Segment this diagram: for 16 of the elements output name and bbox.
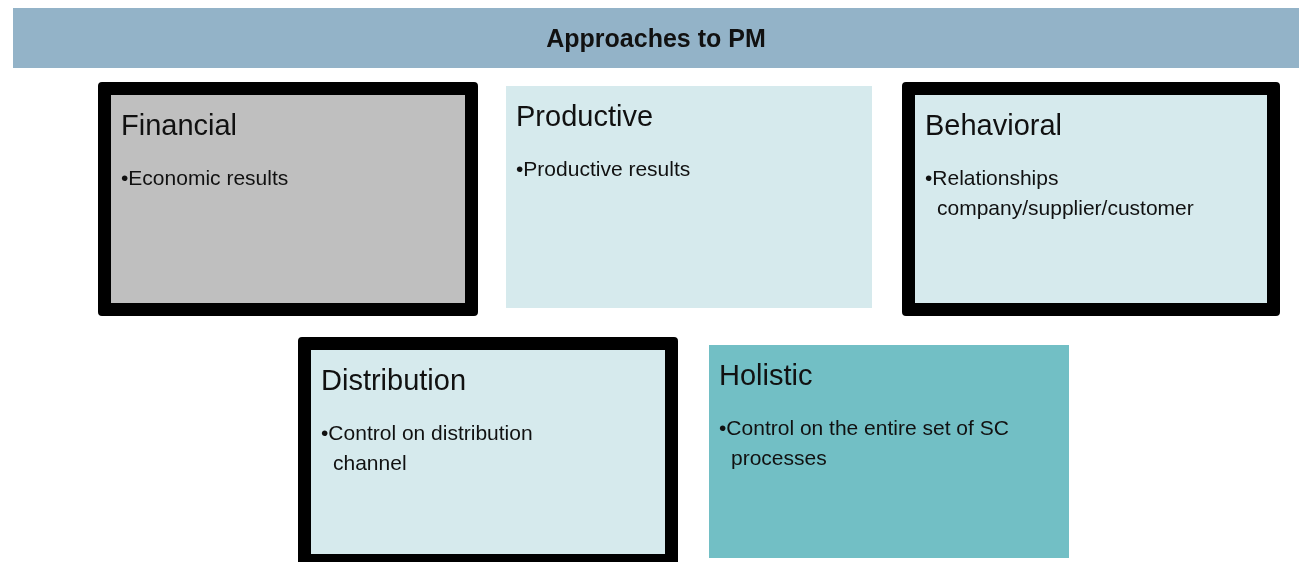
- bullet-text: •Relationships company/supplier/customer: [925, 165, 1195, 221]
- card-heading: Productive: [516, 100, 653, 133]
- approach-card: [902, 82, 1280, 316]
- bullet-text: •Control on the entire set of SC processes: [719, 415, 1010, 471]
- approach-card: [709, 345, 1069, 558]
- card-heading: Behavioral: [925, 109, 1063, 142]
- card-heading: Holistic: [719, 359, 813, 392]
- title-band: Approaches to PM: [13, 8, 1299, 68]
- bullet-text: •Productive results: [516, 156, 692, 182]
- bullet-text: •Control on distribution channel: [321, 420, 534, 476]
- approach-card: [506, 86, 872, 308]
- card-heading: Financial: [121, 109, 238, 142]
- approach-card: [98, 82, 478, 316]
- card-heading: Distribution: [321, 364, 467, 397]
- approach-card: [298, 337, 678, 562]
- bullet-text: •Economic results: [121, 165, 290, 191]
